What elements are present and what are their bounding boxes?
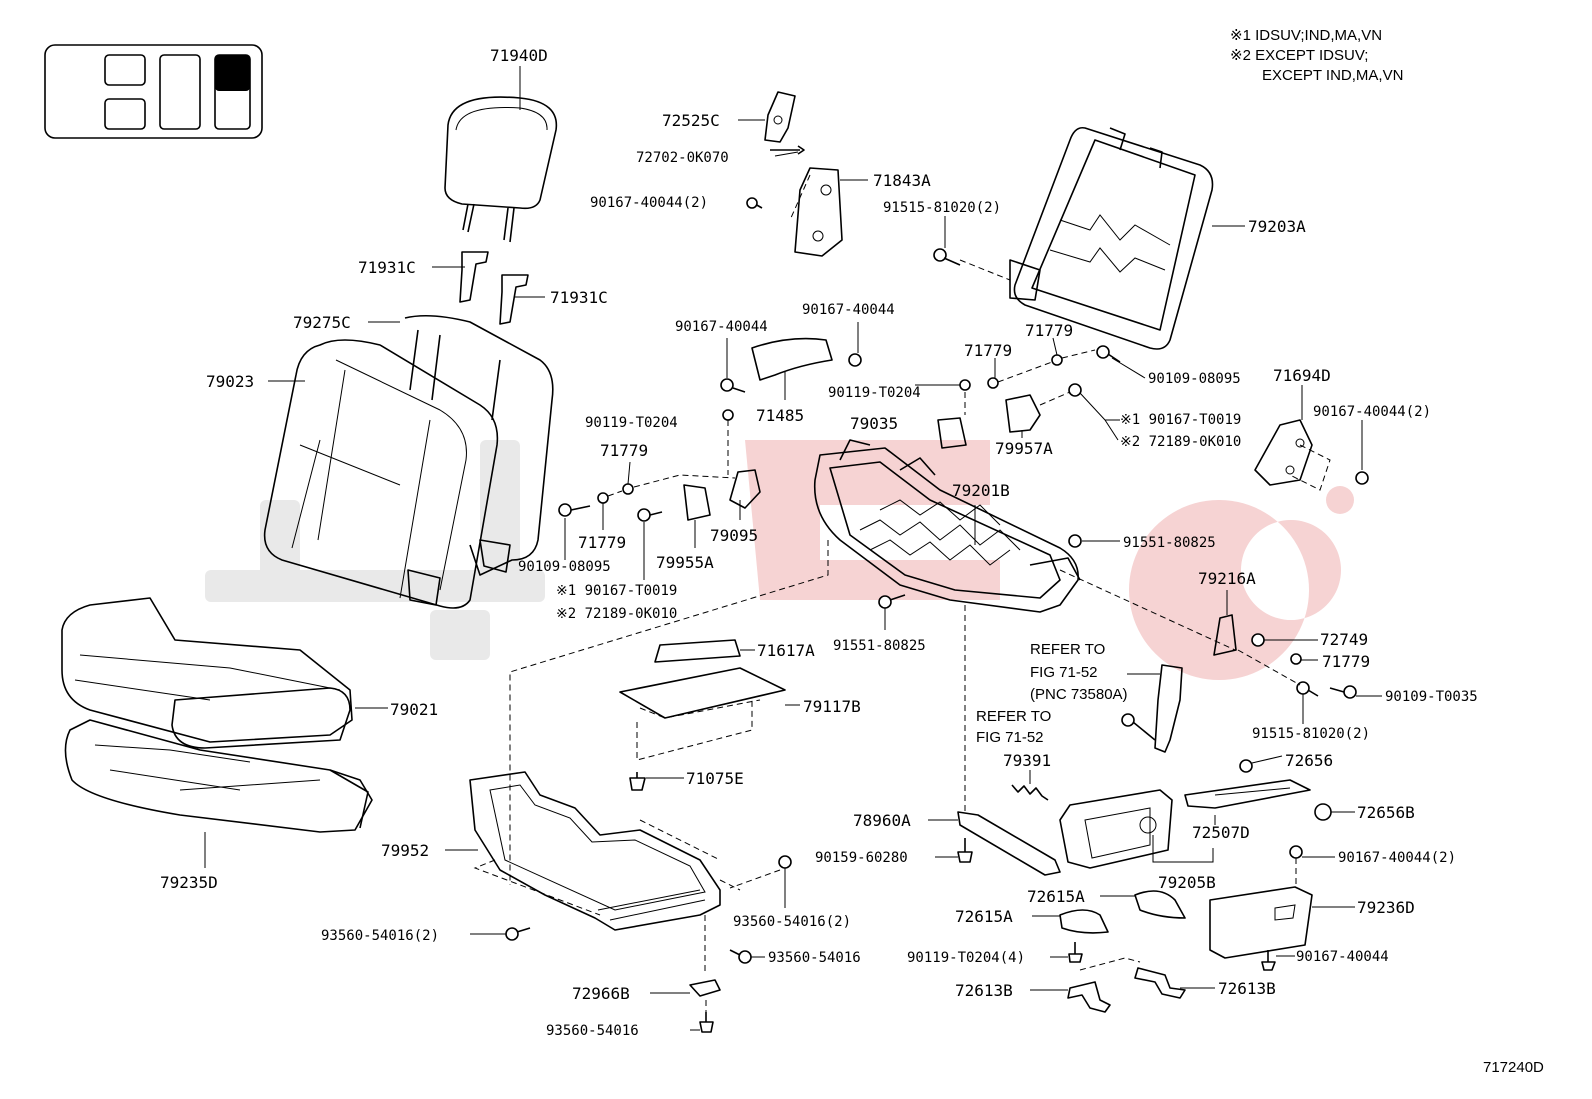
label-71843A: 71843A [873,171,931,190]
label-71931C-a: 71931C [358,258,416,277]
label-72613B-a: 72613B [955,981,1013,1000]
seatback-drawing [263,314,554,609]
label-72613B-b: 72613B [1218,979,1276,998]
label-79952: 79952 [381,841,429,860]
label-71779-b: 71779 [964,341,1012,360]
label-72749: 72749 [1320,630,1368,649]
label-90167-40044-2-e: 90167-40044(2) [1338,850,1456,866]
ref-2-line-b: FIG 71-52 [976,729,1044,746]
headrest-support-drawing [432,251,545,325]
label-90119-T0204-a: 90119-T0204 [828,385,921,401]
label-93560-54016-d: 93560-54016 [546,1023,639,1039]
hinge-cluster-drawing [558,409,761,580]
label-79955A: 79955A [656,553,714,572]
label-91515-81020-2-a: 91515-81020(2) [883,200,1001,216]
label-79957A: 79957A [995,439,1053,458]
label-72656: 72656 [1285,751,1333,770]
label-72615A-a: 72615A [1027,887,1085,906]
label-71940D: 71940D [490,46,548,65]
label-90167-40044-2-d: 90167-40044(2) [1313,404,1431,420]
watermark [205,440,1354,680]
seatback-frame-drawing [933,126,1245,350]
label-72189-0K010-b: ※2 72189-0K010 [556,606,677,622]
seat-cushion-drawing [61,597,388,868]
label-79236D: 79236D [1357,898,1415,917]
cover-71485-drawing [720,322,862,400]
bottom-brackets-drawing [1030,890,1215,1013]
label-71617A: 71617A [757,641,815,660]
label-78960A: 78960A [853,811,911,830]
label-91551-80825-a: 91551-80825 [1123,535,1216,551]
label-93560-54016-c: 93560-54016 [768,950,861,966]
label-79391: 79391 [1003,751,1051,770]
label-79235D: 79235D [160,873,218,892]
label-90119-T0204-4: 90119-T0204(4) [907,950,1025,966]
label-90109-08095-b: 90109-08095 [518,559,611,575]
label-71694D: 71694D [1273,366,1331,385]
label-79035: 79035 [850,414,898,433]
label-79205B: 79205B [1158,873,1216,892]
label-79095: 79095 [710,526,758,545]
label-72615A-b: 72615A [955,907,1013,926]
label-71779-e: 71779 [1322,652,1370,671]
seat-belt-drawing [1121,664,1183,753]
note-1: ※1 IDSUV;IND,MA,VN [1230,27,1382,44]
label-79021: 79021 [390,700,438,719]
label-72702-0K070: 72702-0K070 [636,150,729,166]
headrest-drawing [444,66,558,243]
note-2b: EXCEPT IND,MA,VN [1262,67,1403,84]
label-71779-a: 71779 [1025,321,1073,340]
label-71485: 71485 [756,406,804,425]
ref-1-line-b: FIG 71-52 [1030,664,1098,681]
spring-rod-drawing [928,770,1061,876]
label-72656B: 72656B [1357,803,1415,822]
label-93560-54016-2-a: 93560-54016(2) [321,928,439,944]
bracket-cluster-drawing [915,337,1146,449]
label-90167-40044-2-a: 90167-40044(2) [590,195,708,211]
bracket-79216A-drawing [1213,590,1382,724]
figure-id: 717240D [1483,1059,1544,1076]
bracket-71694D-drawing [1254,385,1369,491]
label-93560-54016-2-b: 93560-54016(2) [733,914,851,930]
cover-79236D-drawing [1209,845,1355,971]
pad-drawing [619,639,800,791]
label-90167-T0019-b: ※1 90167-T0019 [556,583,677,599]
lever-cluster-drawing [1059,755,1355,869]
label-79203A: 79203A [1248,217,1306,236]
seat-frame-drawing [509,439,1236,885]
label-72525C: 72525C [662,111,720,130]
label-90167-T0019-a: ※1 90167-T0019 [1120,412,1241,428]
label-90119-T0204-b: 90119-T0204 [585,415,678,431]
label-79117B: 79117B [803,697,861,716]
label-79216A: 79216A [1198,569,1256,588]
under-tray-drawing [445,771,792,1033]
label-72966B: 72966B [572,984,630,1003]
view-indicator [44,44,263,139]
label-79023: 79023 [206,372,254,391]
label-72189-0K010-a: ※2 72189-0K010 [1120,434,1241,450]
label-71075E: 71075E [686,769,744,788]
note-2a: ※2 EXCEPT IDSUV; [1230,47,1368,64]
label-90167-40044-f: 90167-40044 [1296,949,1389,965]
ref-2-line-a: REFER TO [976,708,1051,725]
label-79201B: 79201B [952,481,1010,500]
label-90167-40044-c: 90167-40044 [802,302,895,318]
label-72507D: 72507D [1192,823,1250,842]
label-91551-80825-b: 91551-80825 [833,638,926,654]
ref-1-line-a: REFER TO [1030,641,1105,658]
label-71931C-b: 71931C [550,288,608,307]
label-90109-08095-a: 90109-08095 [1148,371,1241,387]
label-90167-40044-b: 90167-40044 [675,319,768,335]
hinge-cover-drawing [738,91,868,257]
ref-1-line-c: (PNC 73580A) [1030,686,1128,703]
label-90109-T0035: 90109-T0035 [1385,689,1478,705]
label-90159-60280: 90159-60280 [815,850,908,866]
label-71779-d: 71779 [578,533,626,552]
label-91515-81020-2-b: 91515-81020(2) [1252,726,1370,742]
label-79275C: 79275C [293,313,351,332]
label-71779-c: 71779 [600,441,648,460]
